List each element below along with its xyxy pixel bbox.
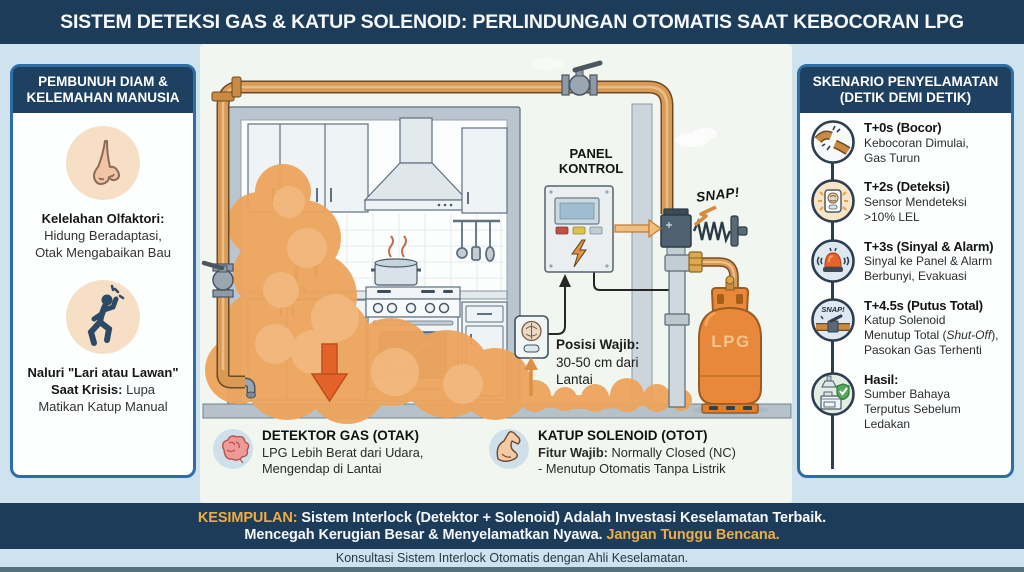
nose-icon — [66, 126, 140, 201]
pot-icon — [371, 235, 421, 286]
cloud-icon — [531, 58, 717, 147]
gas-sensor-icon — [811, 179, 855, 224]
power-bolt-icon — [571, 239, 587, 268]
sensor-position-note: Posisi Wajib: 30-50 cm dari Lantai — [556, 336, 658, 389]
actuation-arrow-icon — [614, 218, 663, 239]
lpg-cylinder-label: LPG — [711, 332, 751, 351]
fight-or-flight-title: Naluri "Lari atau Lawan" — [27, 365, 179, 381]
timeline-step: T+0s (Bocor) Kebocoran Dimulai, Gas Turu… — [810, 119, 1007, 165]
solenoid-caption-desc: Fitur Wajib: Normally Closed (NC) - Menu… — [538, 445, 736, 477]
protected-kitchen-icon — [811, 371, 855, 416]
fight-or-flight-desc: Matikan Katup Manual — [38, 398, 168, 414]
rescue-scenario-panel: SKENARIO PENYELAMATAN (DETIK DEMI DETIK)… — [797, 64, 1014, 478]
rescue-timeline: T+0s (Bocor) Kebocoran Dimulai, Gas Turu… — [800, 113, 1011, 470]
solenoid-drop-pipe — [664, 258, 690, 408]
control-panel-box — [544, 185, 614, 273]
rescue-scenario-panel-title: SKENARIO PENYELAMATAN (DETIK DEMI DETIK) — [800, 67, 1011, 114]
bottom-edge-strip — [0, 567, 1024, 572]
upper-cabinet-right — [461, 127, 508, 214]
detector-caption-desc: LPG Lebih Berat dari Udara, Mengendap di… — [262, 444, 424, 476]
wire-arrowhead — [559, 274, 571, 287]
indicator-yellow — [572, 226, 586, 235]
timeline-step: Hasil: Sumber Bahaya Terputus Sebelum Le… — [810, 371, 1007, 432]
lpg-hose — [702, 257, 739, 294]
kitchen-scene-illustration — [200, 44, 792, 504]
lpg-cylinder — [698, 275, 762, 414]
muscle-icon — [489, 429, 529, 469]
page-title: SISTEM DETEKSI GAS & KATUP SOLENOID: PER… — [60, 10, 964, 33]
valve-snap-icon: SNAP! — [811, 297, 855, 342]
detector-caption: DETEKTOR GAS (OTAK) LPG Lebih Berat dari… — [212, 428, 454, 477]
conclusion-label: KESIMPULAN: — [197, 509, 298, 526]
snap-lightning-icon — [693, 205, 717, 227]
indicator-gray — [589, 226, 603, 235]
conclusion-line2: Mencegah Kerugian Besar & Menyelamatkan … — [244, 526, 780, 543]
olfactory-fatigue-title: Kelelahan Olfaktori: — [41, 211, 165, 227]
gas-sink-arrow-icon — [310, 343, 349, 403]
timeline-step: T+3s (Sinyal & Alarm) Sinyal ke Panel & … — [810, 238, 1007, 284]
consultation-note: Konsultasi Sistem Interlock Otomatis den… — [335, 551, 689, 565]
manual-valve-top-icon — [561, 60, 603, 96]
gas-pipe-run — [211, 76, 674, 399]
sensor-position-title: Posisi Wajib: — [556, 337, 640, 352]
timeline-step: T+2s (Deteksi) Sensor Mendeteksi >10% LE… — [810, 178, 1007, 224]
svg-text:SNAP!: SNAP! — [821, 305, 845, 314]
fight-or-flight-item: Naluri "Lari atau Lawan" Saat Krisis: Lu… — [19, 277, 187, 415]
solenoid-caption: KATUP SOLENOID (OTOT) Fitur Wajib: Norma… — [488, 428, 766, 477]
conclusion-warning: Jangan Tunggu Bencana. — [606, 526, 780, 543]
alarm-siren-icon — [811, 238, 855, 283]
panicked-person-icon — [66, 280, 140, 355]
indicator-red — [555, 226, 569, 235]
sensor-position-detail: 30-50 cm dari Lantai — [556, 354, 639, 388]
solenoid-valve-icon — [660, 205, 748, 273]
range-hood-icon — [363, 117, 469, 211]
manual-valve-left-icon — [201, 260, 234, 298]
solenoid-caption-title: KATUP SOLENOID (OTOT) — [538, 428, 708, 443]
detector-caption-title: DETEKTOR GAS (OTAK) — [262, 428, 419, 443]
solenoid-caption-desc-rest: Normally Closed (NC) - Menutup Otomatis … — [538, 444, 736, 476]
fight-or-flight-subtitle: Saat Krisis: Lupa — [50, 381, 156, 397]
brain-icon — [213, 429, 253, 469]
olfactory-fatigue-item: Kelelahan Olfaktori: Hidung Beradaptasi,… — [19, 123, 187, 261]
conclusion-line1: KESIMPULAN: Sistem Interlock (Detektor +… — [197, 509, 827, 526]
timeline-step: SNAP! T+4.5s (Putus Total) Katup Solenoi… — [810, 297, 1007, 358]
pipe-leak-icon — [811, 120, 855, 165]
solenoid-caption-desc-bold: Fitur Wajib: — [538, 444, 608, 460]
conclusion-band: KESIMPULAN: Sistem Interlock (Detektor +… — [0, 503, 1024, 549]
utensils-icon — [453, 219, 500, 262]
panel-kontrol-label: PANEL KONTROL — [558, 146, 624, 176]
olfactory-fatigue-desc: Hidung Beradaptasi, Otak Mengabaikan Bau — [35, 228, 171, 260]
human-weakness-panel-title: PEMBUNUH DIAM & KELEMAHAN MANUSIA — [13, 67, 193, 114]
human-weakness-panel: PEMBUNUH DIAM & KELEMAHAN MANUSIA Kelela… — [10, 64, 196, 478]
spring-icon — [692, 218, 732, 244]
header-band: SISTEM DETEKSI GAS & KATUP SOLENOID: PER… — [0, 0, 1024, 44]
gas-detector-icon — [514, 315, 549, 396]
